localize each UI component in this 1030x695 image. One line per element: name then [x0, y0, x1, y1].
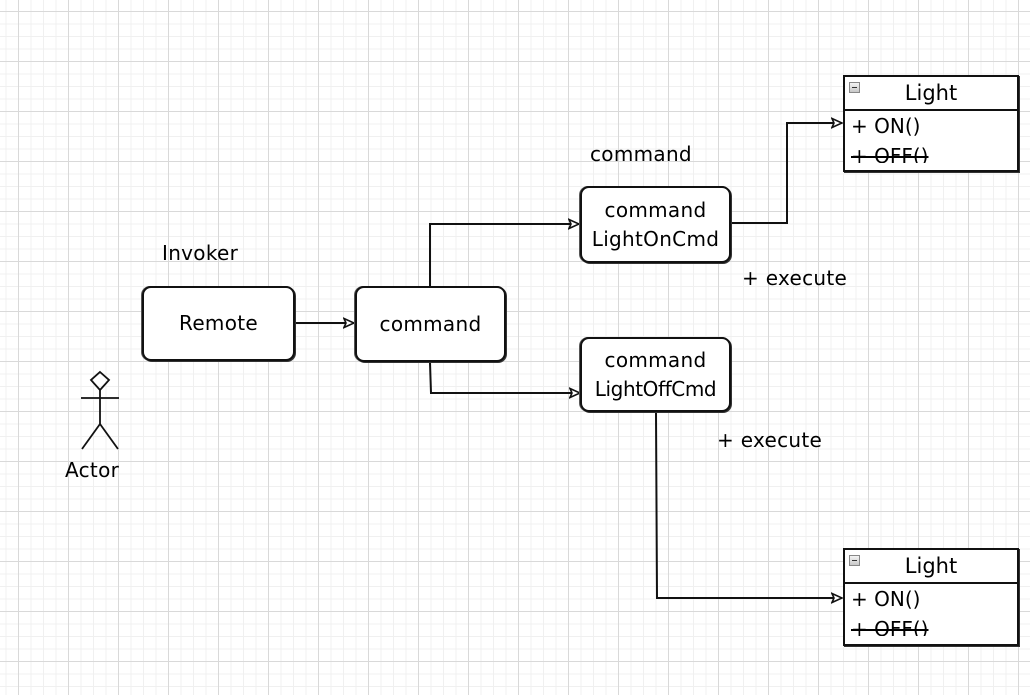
- actor-icon[interactable]: [81, 370, 119, 450]
- collapse-icon[interactable]: [849, 555, 860, 566]
- command-node[interactable]: command: [355, 286, 506, 362]
- command-top-label: command: [590, 142, 692, 166]
- edge-lightoncmd-to-light-top: [732, 123, 842, 224]
- invoker-label: Invoker: [162, 241, 239, 265]
- lightoncmd-line1: command: [604, 197, 707, 222]
- collapse-icon[interactable]: [849, 82, 860, 93]
- light-class-bottom-member-off: + OFF(): [851, 617, 929, 636]
- lightoncmd-method: + execute: [742, 266, 848, 290]
- light-class-top-member-off: + OFF(): [851, 144, 929, 163]
- lightoffcmd-method: + execute: [717, 428, 823, 452]
- light-class-top-member-on: + ON(): [851, 114, 921, 138]
- lightoffcmd-line1: command: [604, 347, 707, 372]
- edge-command-to-lightoncmd: [429, 224, 579, 286]
- remote-node-label: Remote: [179, 311, 258, 335]
- light-class-bottom-member-on: + ON(): [851, 587, 921, 611]
- lightoffcmd-node[interactable]: command LightOffCmd: [580, 337, 731, 412]
- command-node-label: command: [379, 311, 482, 336]
- lightoffcmd-line2: LightOffCmd: [594, 376, 717, 401]
- actor-label: Actor: [65, 458, 120, 482]
- light-class-bottom[interactable]: Light + ON() + OFF(): [843, 548, 1019, 646]
- lightoncmd-node[interactable]: command LightOnCmd: [580, 186, 731, 263]
- light-class-top-name: Light: [904, 81, 958, 105]
- light-class-bottom-name: Light: [904, 554, 958, 578]
- light-class-top-header: Light: [845, 77, 1017, 111]
- remote-node[interactable]: Remote: [142, 286, 295, 361]
- lightoncmd-line2: LightOnCmd: [591, 226, 720, 251]
- light-class-top[interactable]: Light + ON() + OFF(): [843, 75, 1019, 172]
- edge-command-to-lightoffcmd: [429, 362, 580, 393]
- light-class-bottom-header: Light: [845, 550, 1017, 584]
